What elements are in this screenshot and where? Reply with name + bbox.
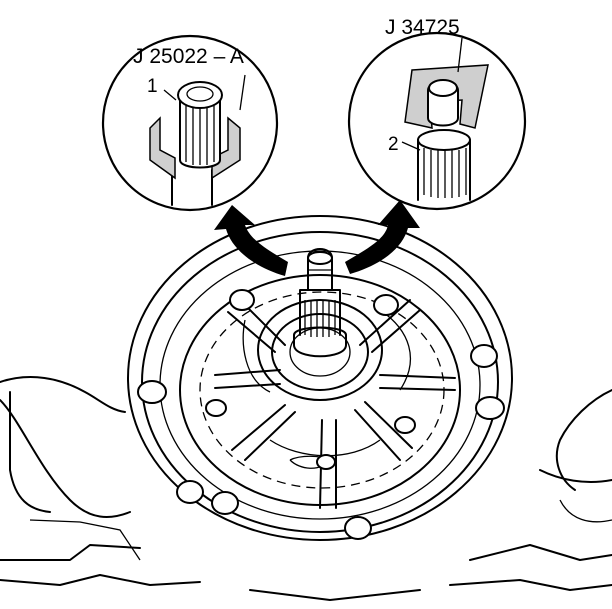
pump-bolts (137, 289, 505, 540)
curved-arrow-up-right-icon (345, 200, 420, 274)
detail-view-left (101, 34, 279, 212)
tool-label-j25022a: J 25022 – A (133, 45, 244, 68)
detail-view-right (347, 31, 527, 211)
callout-1: 1 (147, 76, 158, 97)
transmission-case (0, 376, 612, 601)
input-shaft (293, 248, 347, 358)
callout-2: 2 (388, 134, 399, 155)
tool-label-j34725: J 34725 (385, 16, 460, 39)
curved-arrow-up-left-icon (214, 205, 288, 276)
